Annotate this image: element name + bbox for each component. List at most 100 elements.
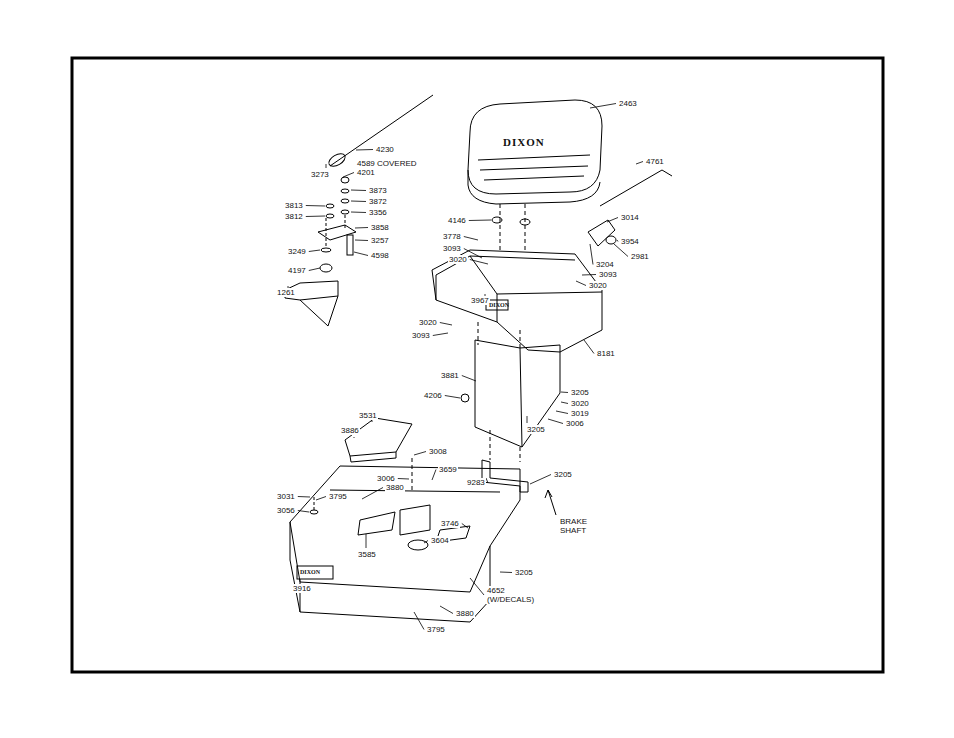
callout-number: 3019 (570, 409, 590, 418)
leader-line (470, 260, 488, 265)
callout-number: 4146 (447, 216, 467, 225)
callout-number: 3886 (340, 426, 360, 435)
rod (600, 170, 672, 206)
leader-line (398, 478, 409, 480)
callout-number: 4598 (370, 251, 390, 260)
leader-line (316, 497, 326, 501)
callout-number: 3093 (598, 270, 618, 279)
callout-number: 3356 (368, 208, 388, 217)
leader-line (306, 205, 325, 207)
console (432, 250, 602, 352)
callout-number: 3031 (276, 492, 296, 501)
callout-number: 3204 (595, 260, 615, 269)
callout-number: 3881 (440, 371, 460, 380)
callout-number: 3093 (411, 331, 431, 340)
leader-line (548, 419, 563, 424)
leader-line (462, 376, 476, 382)
callout-number: 9283 (466, 478, 486, 487)
leader-line (500, 572, 512, 574)
leader-line (351, 190, 366, 192)
leader-line (355, 240, 368, 242)
callout-number: 3880 (385, 483, 405, 492)
leader-line (298, 496, 310, 498)
leader-line (362, 488, 383, 500)
callout-number: 3020 (588, 281, 608, 290)
leader-line (306, 216, 325, 218)
callout-number: 8181 (596, 349, 616, 358)
callout-number: 2463 (618, 99, 638, 108)
callout-number: 3746 (440, 519, 460, 528)
callout-number: 3006 (376, 474, 396, 483)
callout-number: 3249 (287, 247, 307, 256)
leader-line (351, 201, 366, 203)
callout-number: 3020 (570, 399, 590, 408)
bracket (588, 220, 615, 246)
leader-line (298, 511, 309, 513)
callout-number: 4201 (356, 168, 376, 177)
callout-number: 3205 (514, 568, 534, 577)
leader-line (440, 323, 452, 326)
leader-line (372, 421, 373, 422)
callout-number: 3659 (438, 465, 458, 474)
leader-line (354, 252, 368, 256)
callout-number: 3257 (370, 236, 390, 245)
leader-line (464, 237, 478, 241)
knob (327, 151, 348, 169)
callout-number: 3020 (418, 318, 438, 327)
callout-number: 3967 (470, 296, 490, 305)
callout-number: 3008 (428, 447, 448, 456)
brand-decal: DIXON (489, 302, 509, 308)
callout-number: 4197 (287, 266, 307, 275)
leader-line (590, 104, 616, 109)
leader-line (527, 416, 528, 423)
leader-line (355, 227, 368, 229)
callout-number: 4652 (W/DECALS) (486, 586, 532, 604)
callout-number: BRAKE SHAFT (559, 517, 595, 535)
leader-line (617, 240, 618, 242)
bracket (482, 460, 528, 492)
callout-number: 3014 (620, 213, 640, 222)
leader-line (366, 534, 367, 548)
leader-line (309, 250, 320, 252)
leader-line (424, 541, 428, 544)
leader-line (576, 281, 586, 286)
leader-line (486, 478, 488, 483)
leader-line (530, 475, 551, 485)
leader-line (300, 579, 301, 582)
hardware-stack (318, 177, 356, 272)
callout-number: 3916 (292, 584, 312, 593)
callout-number: 3873 (368, 186, 388, 195)
callout-number: 3205 (570, 388, 590, 397)
pad (345, 418, 412, 462)
callout-number: 3795 (426, 625, 446, 634)
leader-line (556, 411, 568, 414)
leader-line (561, 392, 568, 394)
callout-number: 3778 (442, 232, 462, 241)
callout-number: 3205 (526, 425, 546, 434)
leader-line (607, 218, 618, 223)
leader-line (636, 162, 643, 165)
callout-number: 3812 (284, 212, 304, 221)
callout-number: 1261 (276, 288, 296, 297)
brand-decal: DIXON (300, 569, 320, 575)
bracket (475, 340, 560, 447)
callout-number: 4761 (645, 157, 665, 166)
callout-number: 3531 (358, 411, 378, 420)
callout-number: 4589 COVERED (356, 159, 418, 168)
leader-line (414, 452, 426, 456)
leader-line (561, 402, 568, 404)
callout-number: 3880 (455, 609, 475, 618)
callout-number: 3205 (553, 470, 573, 479)
callout-number: 3858 (370, 223, 390, 232)
leader-line (354, 437, 355, 438)
rod (330, 95, 433, 166)
callout-number: 3056 (276, 506, 296, 515)
leader-line (445, 396, 460, 399)
callout-number: 3795 (328, 492, 348, 501)
leader-line (433, 333, 448, 336)
callout-number: 4206 (423, 391, 443, 400)
leader-line (309, 268, 320, 271)
callout-number: 3813 (284, 201, 304, 210)
